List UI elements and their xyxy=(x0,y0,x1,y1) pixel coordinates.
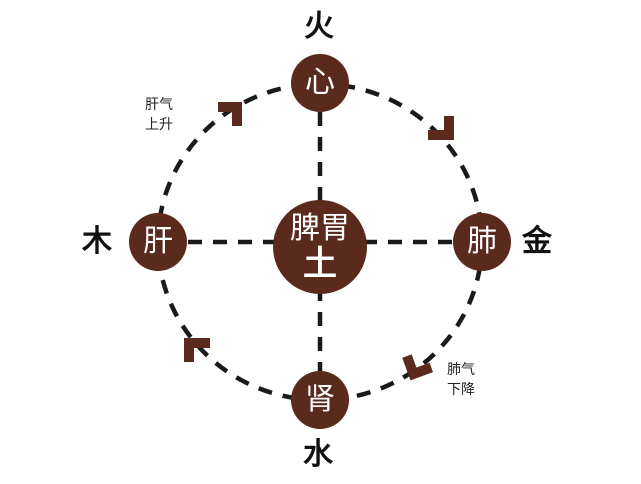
arrow-up-right-icon xyxy=(218,102,242,126)
annotation-lung-qi-line2: 下降 xyxy=(447,382,475,398)
node-spleen-stomach: 脾胃 土 xyxy=(273,200,367,294)
node-lung-label: 肺 xyxy=(467,224,497,259)
node-liver-label: 肝 xyxy=(143,224,173,259)
element-wood-label: 木 xyxy=(82,224,112,259)
node-center-organ-label: 脾胃 xyxy=(290,211,350,247)
element-metal-label: 金 xyxy=(522,224,552,259)
annotation-lung-qi-line1: 肺气 xyxy=(447,362,475,378)
node-lung: 肺 xyxy=(453,213,511,271)
arrow-down-right-icon xyxy=(428,116,454,140)
arrow-up-left-icon xyxy=(184,338,210,362)
annotation-liver-qi-rises: 肝气 上升 xyxy=(145,95,185,135)
node-heart: 心 xyxy=(291,54,349,112)
node-kidney: 肾 xyxy=(291,371,349,429)
annotation-liver-qi-line1: 肝气 xyxy=(145,97,173,113)
arrow-down-left-icon xyxy=(402,354,434,381)
node-kidney-label: 肾 xyxy=(305,382,335,417)
node-center-element-label: 土 xyxy=(303,243,337,284)
annotation-lung-qi-descends: 肺气 下降 xyxy=(447,360,487,400)
annotation-liver-qi-line2: 上升 xyxy=(145,117,173,133)
element-fire-label: 火 xyxy=(304,9,334,44)
element-water-label: 水 xyxy=(303,437,333,472)
node-liver: 肝 xyxy=(129,213,187,271)
node-heart-label: 心 xyxy=(305,65,335,100)
